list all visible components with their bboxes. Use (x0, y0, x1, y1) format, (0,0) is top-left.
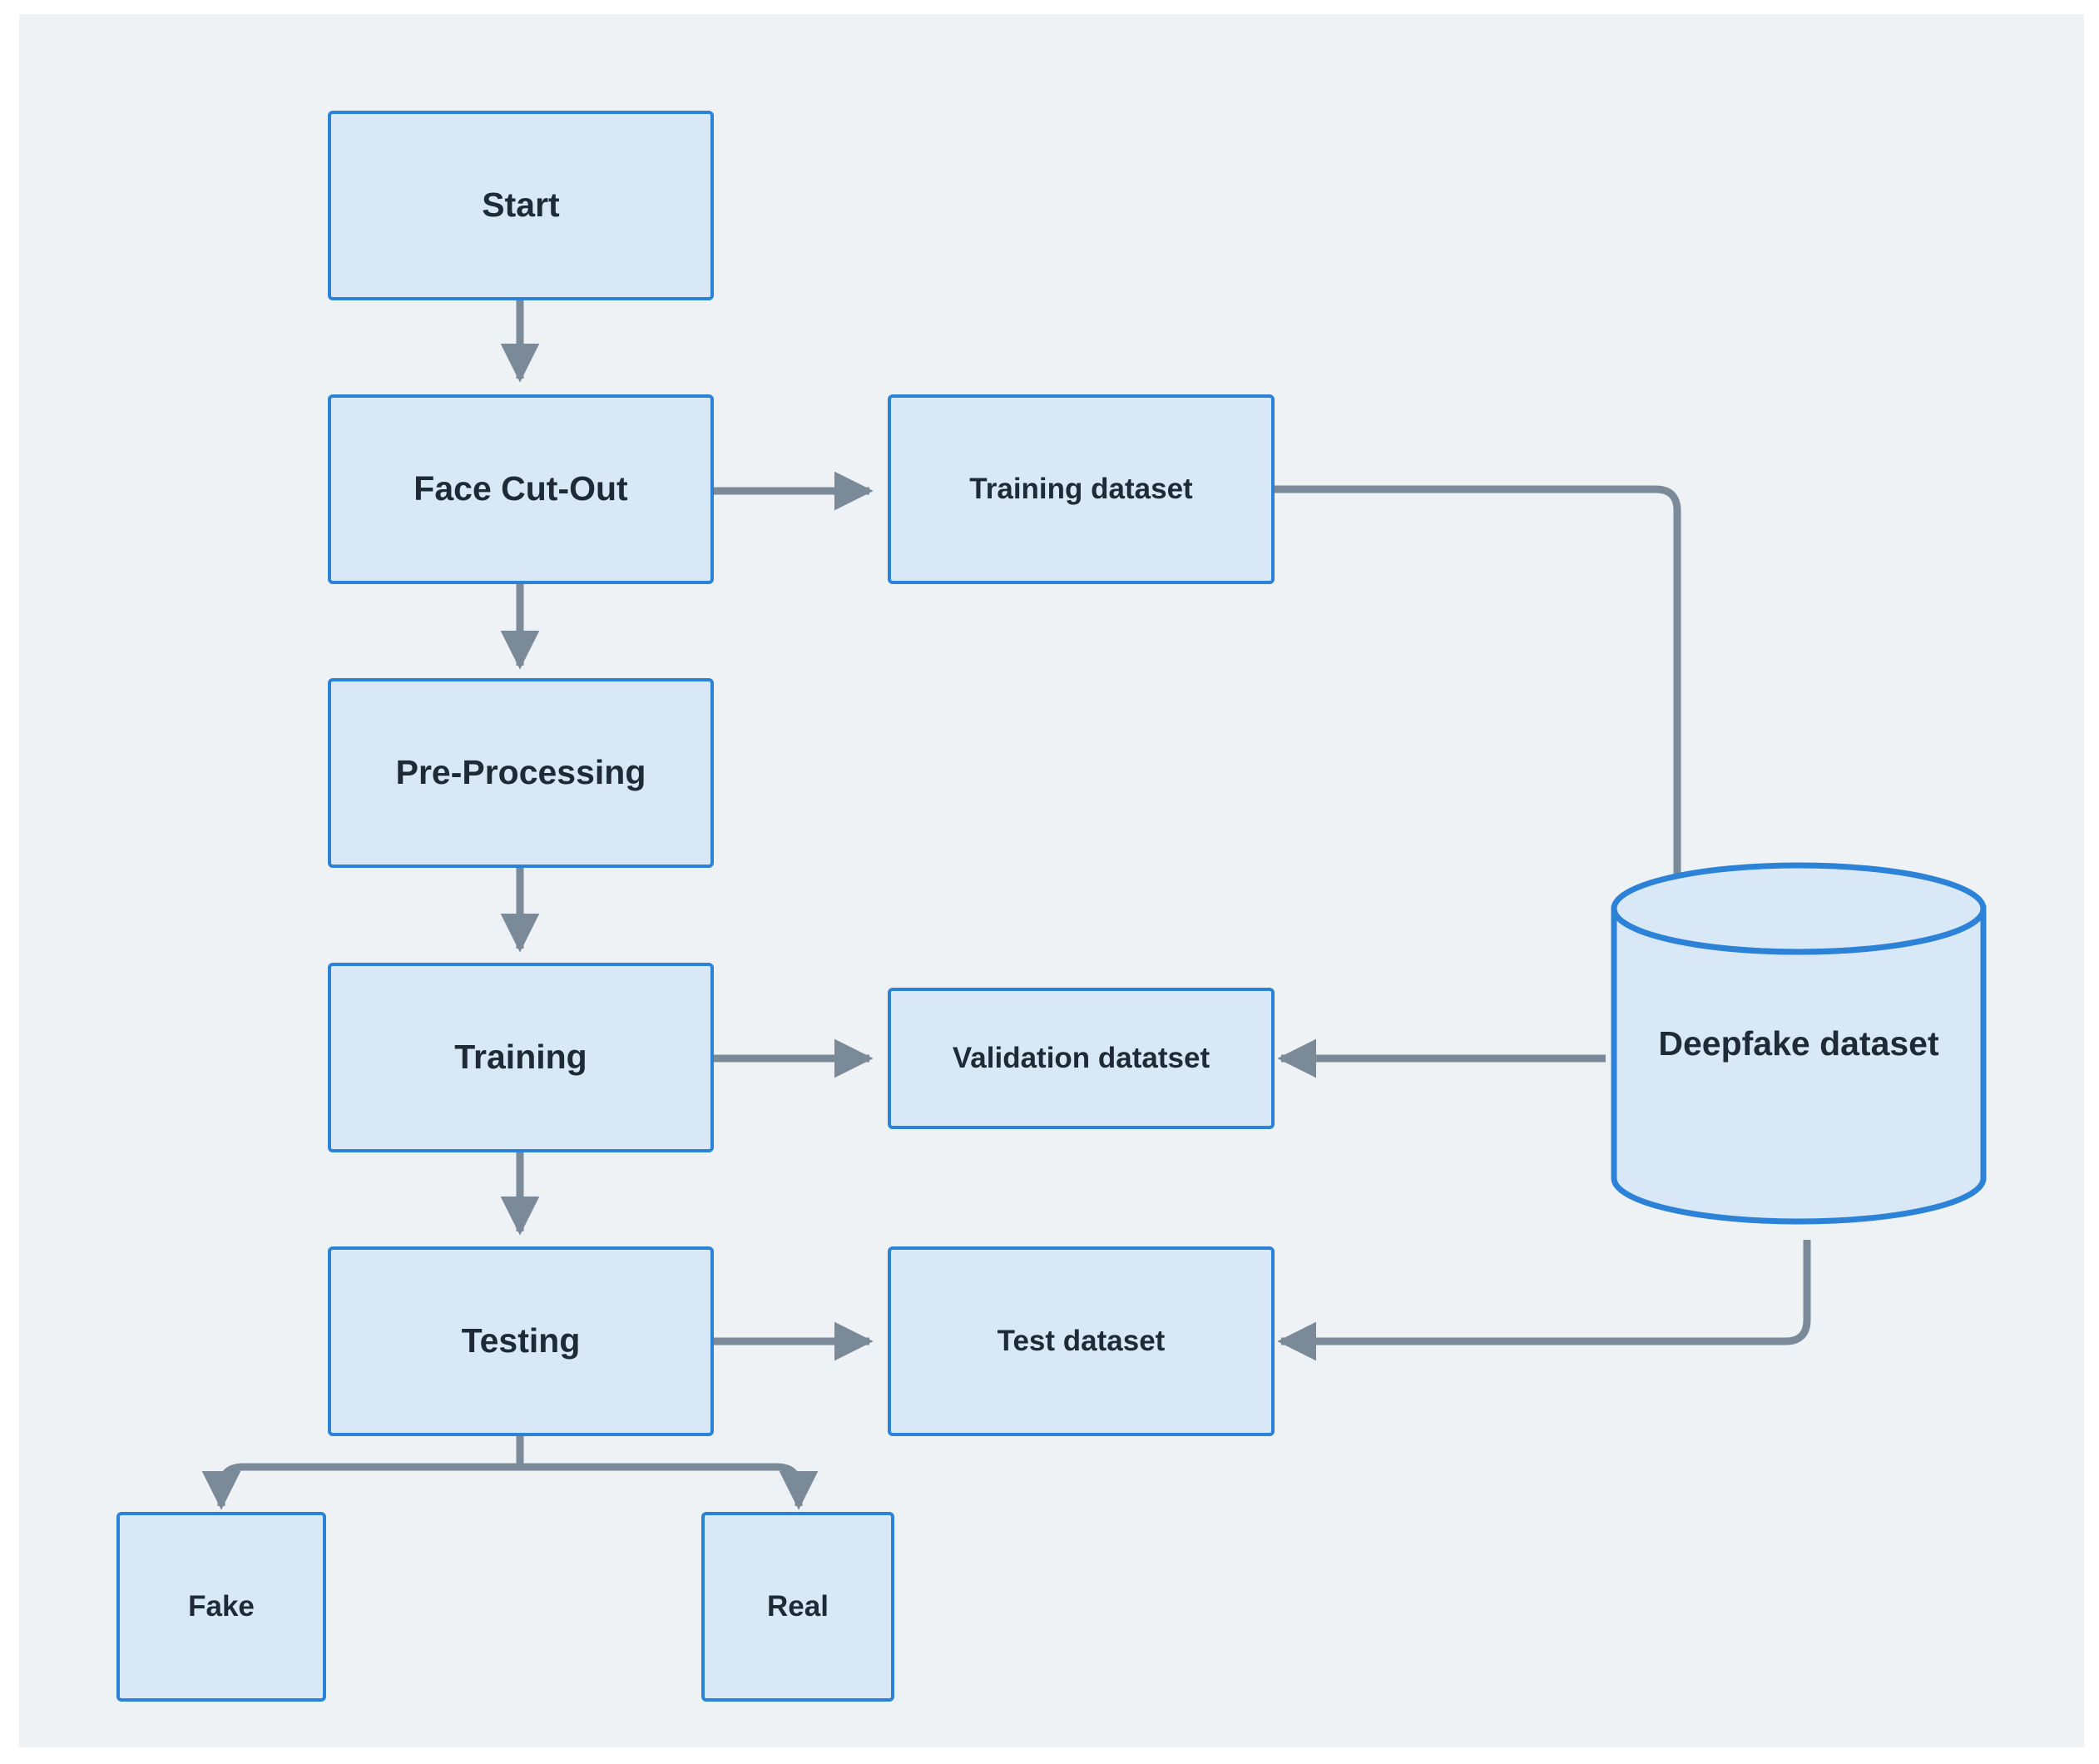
edge-testing-to-fake (201, 1463, 520, 1510)
node-pre-processing[interactable]: Pre-Processing (328, 678, 714, 868)
node-testing[interactable]: Testing (328, 1246, 714, 1436)
node-training-label: Training (454, 1038, 587, 1077)
node-fake-label: Fake (188, 1590, 255, 1623)
node-real[interactable]: Real (701, 1512, 894, 1702)
node-pre-processing-label: Pre-Processing (395, 753, 646, 792)
node-validation-dataset[interactable]: Validation datatset (888, 988, 1275, 1129)
node-face-cut-out-label: Face Cut-Out (413, 469, 628, 508)
node-face-cut-out[interactable]: Face Cut-Out (328, 394, 714, 584)
edge-testing-to-real (520, 1463, 819, 1510)
node-fake[interactable]: Fake (116, 1512, 326, 1702)
node-test-dataset-label: Test dataset (997, 1325, 1166, 1357)
node-training-dataset-label: Training dataset (969, 473, 1193, 505)
node-testing-label: Testing (461, 1321, 581, 1360)
node-validation-dataset-label: Validation datatset (952, 1042, 1210, 1074)
node-real-label: Real (767, 1590, 829, 1623)
node-start[interactable]: Start (328, 111, 714, 300)
node-test-dataset[interactable]: Test dataset (888, 1246, 1275, 1436)
node-deepfake-dataset[interactable]: Deepfake dataset (1611, 862, 1987, 1225)
node-start-label: Start (482, 186, 560, 225)
cylinder-shape (1611, 862, 1987, 1225)
node-training-dataset[interactable]: Training dataset (888, 394, 1275, 584)
node-training[interactable]: Training (328, 963, 714, 1152)
edge-deepfake-dataset-to-test-dataset (1277, 1240, 1811, 1361)
edge-training-dataset-to-deepfake-dataset (1275, 485, 1681, 890)
